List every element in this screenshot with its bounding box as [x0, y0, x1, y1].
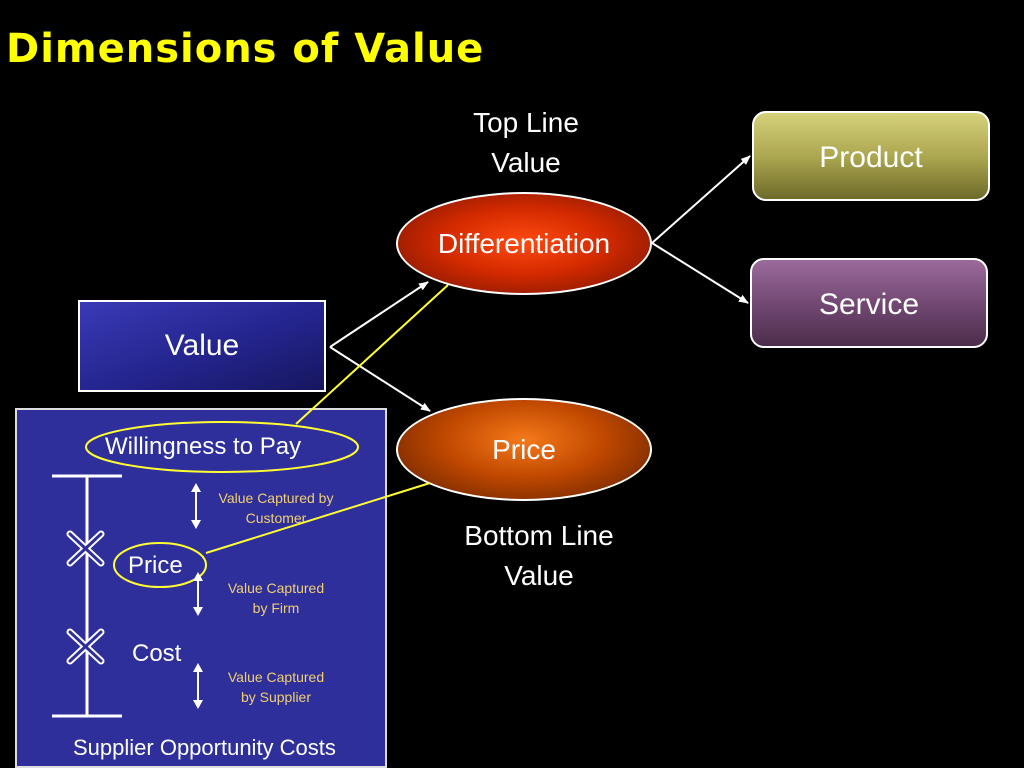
customer-capture-double-arrow: [191, 483, 201, 529]
top-line-value-label: Top Line Value: [426, 103, 626, 183]
arrow-value-to-differentiation: [329, 281, 429, 348]
firm-capture-double-arrow: [193, 572, 203, 616]
differentiation-node: Differentiation: [396, 192, 652, 295]
panel-cost-label: Cost: [132, 640, 182, 667]
service-node-label: Service: [818, 288, 920, 321]
price-node-label: Price: [492, 433, 556, 465]
value-captured-by-firm-caption: Value Captured by Firm: [206, 578, 346, 618]
supplier-opportunity-costs-label: Supplier Opportunity Costs: [73, 735, 336, 760]
willingness-highlight-ellipse: [85, 421, 359, 473]
willingness-to-pay-label: Willingness to Pay: [105, 433, 302, 460]
price-cross-marker-inner: [68, 532, 103, 565]
firm-caption-line1: Value Captured: [227, 580, 325, 596]
value-captured-by-customer-caption: Value Captured by Customer: [198, 488, 354, 528]
panel-price-label: Price: [128, 552, 183, 579]
product-node-label: Product: [819, 141, 923, 174]
arrow-value-to-price: [329, 346, 431, 412]
cost-cross-marker-inner: [68, 630, 103, 663]
customer-caption-line1: Value Captured by: [218, 490, 334, 506]
price-highlight-ellipse: [113, 542, 207, 588]
value-node: Value: [78, 300, 326, 392]
product-node: Product: [752, 111, 990, 201]
firm-caption-line2: by Firm: [252, 600, 300, 616]
value-captured-by-supplier-caption: Value Captured by Supplier: [206, 667, 346, 707]
bottom-line-value-label: Bottom Line Value: [424, 516, 654, 596]
service-node: Service: [750, 258, 988, 348]
differentiation-node-label: Differentiation: [437, 227, 611, 259]
slide-title: Dimensions of Value: [6, 26, 485, 72]
top-line-label-line2: Value: [491, 147, 561, 178]
arrow-differentiation-to-product: [651, 155, 751, 244]
customer-caption-line2: Customer: [245, 510, 307, 526]
bottom-line-label-line2: Value: [504, 560, 574, 591]
top-line-label-line1: Top Line: [473, 107, 579, 138]
arrow-differentiation-to-service: [651, 242, 749, 304]
price-node: Price: [396, 398, 652, 501]
connector-willingness-to-differentiation: [295, 284, 449, 425]
value-capture-panel: [15, 408, 387, 768]
value-node-label: Value: [164, 329, 240, 362]
supplier-caption-line2: by Supplier: [240, 689, 312, 705]
connector-price-to-price-node: [205, 482, 431, 554]
supplier-caption-line1: Value Captured: [227, 669, 325, 685]
bottom-line-label-line1: Bottom Line: [464, 520, 614, 551]
supplier-capture-double-arrow: [193, 663, 203, 709]
